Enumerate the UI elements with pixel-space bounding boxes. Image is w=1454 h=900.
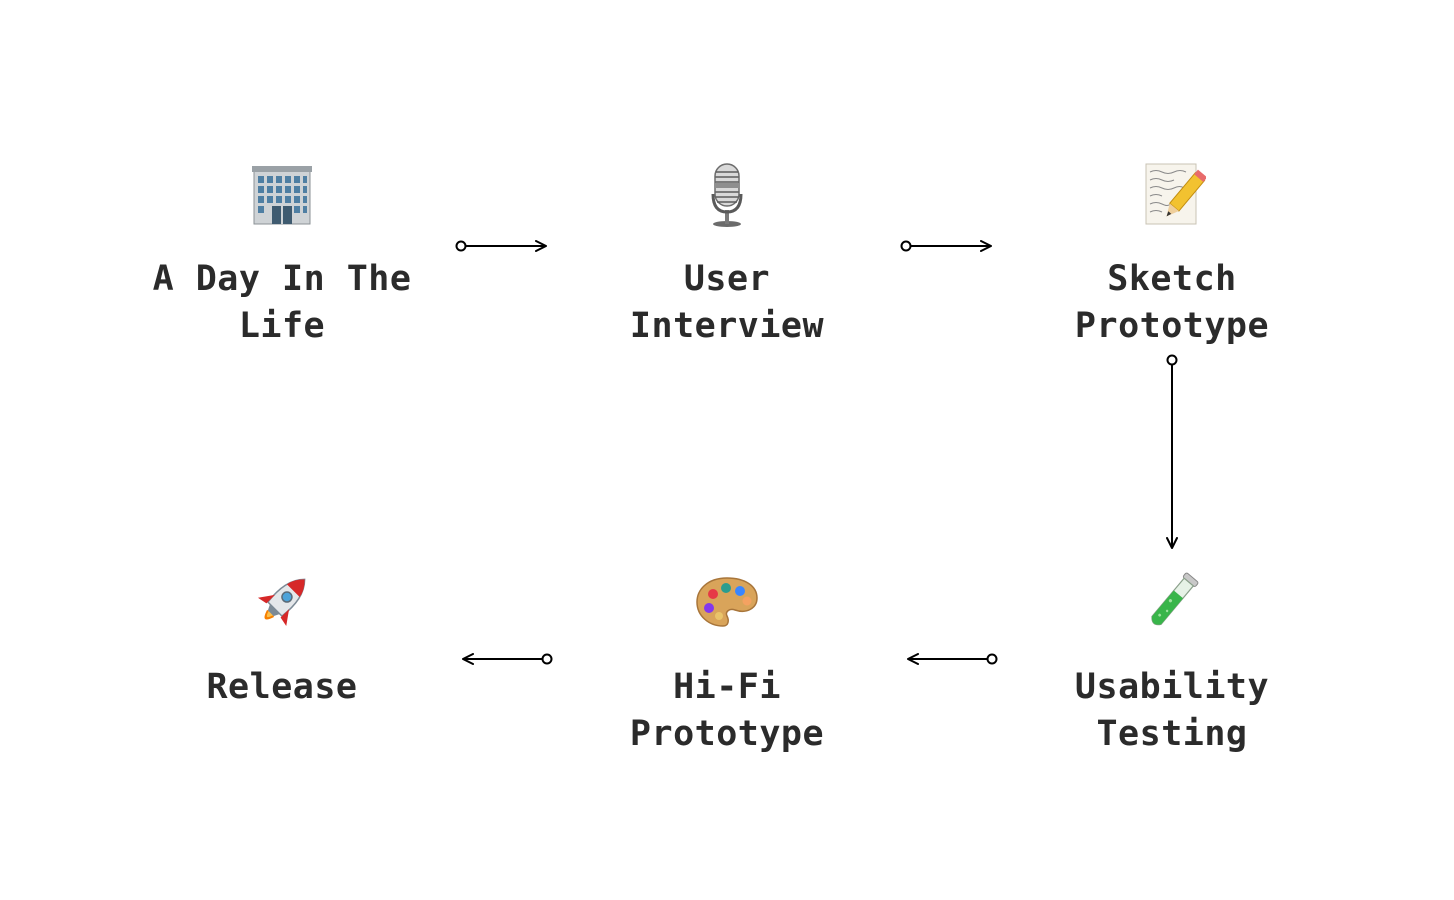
step-hi-fi-prototype: Hi-Fi Prototype <box>577 568 877 758</box>
rocket-icon <box>257 578 306 627</box>
step-usability-testing: Usability Testing <box>1022 568 1322 758</box>
step-sketch-prototype: Sketch Prototype <box>1022 160 1322 350</box>
step-a-day-in-the-life: A Day In The Life <box>132 160 432 350</box>
arrow-sketch-to-testing <box>1166 354 1178 549</box>
microphone-icon <box>711 163 743 227</box>
step-label: A Day In The Life <box>152 259 412 346</box>
step-release: Release <box>132 568 432 711</box>
step-label: User Interview <box>629 259 825 346</box>
step-label: Sketch Prototype <box>1074 259 1270 346</box>
arrow-testing-to-hifi <box>907 653 998 665</box>
arrow-hifi-to-release <box>462 653 553 665</box>
office-building-icon <box>252 166 312 225</box>
artist-palette-icon <box>696 577 758 627</box>
test-tube-icon <box>1151 572 1199 626</box>
arrow-interview-to-sketch <box>900 240 992 252</box>
memo-pencil-icon <box>1145 163 1206 225</box>
step-label: Hi-Fi Prototype <box>629 667 825 754</box>
step-label: Release <box>206 667 358 707</box>
step-label: Usability Testing <box>1074 667 1270 754</box>
arrow-day-to-interview <box>455 240 547 252</box>
step-user-interview: User Interview <box>577 160 877 350</box>
